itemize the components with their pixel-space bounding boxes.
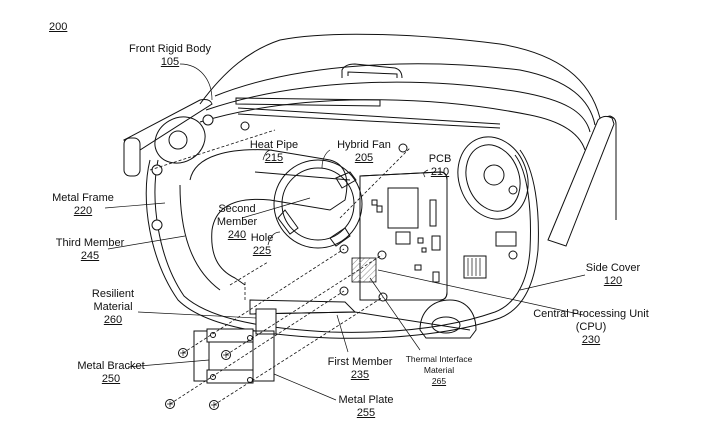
reference-number: 250 bbox=[101, 373, 121, 385]
figure-number: 200 bbox=[49, 21, 68, 33]
reference-number: 245 bbox=[80, 250, 100, 262]
reference-number: 205 bbox=[354, 152, 374, 164]
label-text-line-2: (CPU) bbox=[575, 321, 607, 333]
label-text: Heat Pipe bbox=[249, 139, 299, 151]
label-metal-bracket: Metal Bracket 250 bbox=[77, 360, 144, 386]
assembly-dashed-lines bbox=[149, 129, 411, 406]
metal-frame-outline bbox=[145, 114, 539, 339]
bottom-lens-piece bbox=[419, 299, 477, 339]
pcb-board bbox=[351, 171, 448, 301]
label-hybrid-fan: Hybrid Fan 205 bbox=[337, 139, 391, 165]
label-text-line-2: Material bbox=[423, 365, 455, 375]
left-strap bbox=[122, 99, 213, 177]
reference-number: 210 bbox=[430, 166, 450, 178]
hybrid-fan bbox=[273, 159, 363, 249]
heat-pipe-and-third-member bbox=[179, 149, 351, 291]
label-text: Side Cover bbox=[585, 262, 641, 274]
reference-number: 240 bbox=[227, 229, 247, 241]
label-text-line-1: Second bbox=[218, 203, 256, 215]
leader-lines bbox=[104, 63, 586, 401]
reference-number: 230 bbox=[581, 334, 601, 346]
label-text: Front Rigid Body bbox=[129, 43, 211, 55]
label-text: Hole bbox=[250, 232, 274, 244]
label-second-member: Second Member 240 bbox=[217, 203, 257, 242]
reference-number: 120 bbox=[603, 275, 623, 287]
reference-number: 265 bbox=[431, 376, 447, 386]
label-text-line-1: Resilient bbox=[91, 288, 135, 300]
label-heat-pipe: Heat Pipe 215 bbox=[250, 139, 298, 165]
label-first-member: First Member 235 bbox=[328, 356, 393, 382]
reference-number: 255 bbox=[356, 407, 376, 419]
label-third-member: Third Member 245 bbox=[56, 237, 124, 263]
reference-number: 225 bbox=[252, 245, 272, 257]
label-metal-plate: Metal Plate 255 bbox=[338, 394, 393, 420]
left-lens-assembly bbox=[154, 116, 206, 164]
label-text-line-1: Central Processing Unit bbox=[533, 308, 649, 320]
reference-number: 260 bbox=[103, 314, 123, 326]
reference-number: 215 bbox=[264, 152, 284, 164]
resilient-material-block bbox=[255, 308, 277, 335]
right-strap bbox=[547, 115, 617, 247]
label-hole: Hole 225 bbox=[251, 232, 274, 258]
metal-bracket bbox=[206, 328, 254, 384]
label-resilient-material: Resilient Material 260 bbox=[92, 288, 134, 327]
label-text: Hybrid Fan bbox=[337, 139, 391, 151]
reference-number: 105 bbox=[160, 56, 180, 68]
label-text-line-2: Member bbox=[216, 216, 258, 228]
label-text: Metal Bracket bbox=[77, 360, 145, 372]
label-side-cover: Side Cover 120 bbox=[586, 262, 640, 288]
label-text-line-2: Material bbox=[93, 301, 133, 313]
label-thermal-interface-material: Thermal Interface Material 265 bbox=[406, 354, 473, 387]
label-pcb: PCB 210 bbox=[429, 153, 452, 179]
label-text: First Member bbox=[327, 356, 393, 368]
label-text: Metal Plate bbox=[338, 394, 394, 406]
first-member-bar bbox=[249, 299, 471, 331]
right-lens-assembly bbox=[457, 136, 529, 279]
reference-number: 220 bbox=[73, 205, 93, 217]
label-cpu: Central Processing Unit (CPU) 230 bbox=[533, 308, 649, 347]
label-text: Third Member bbox=[55, 237, 125, 249]
label-metal-frame: Metal Frame 220 bbox=[52, 192, 114, 218]
label-text-line-1: Thermal Interface bbox=[405, 354, 473, 364]
front-rigid-body-outline bbox=[199, 33, 601, 151]
label-front-rigid-body: Front Rigid Body 105 bbox=[129, 43, 211, 69]
reference-number: 235 bbox=[350, 369, 370, 381]
label-text: PCB bbox=[428, 153, 452, 165]
label-text: Metal Frame bbox=[52, 192, 114, 204]
